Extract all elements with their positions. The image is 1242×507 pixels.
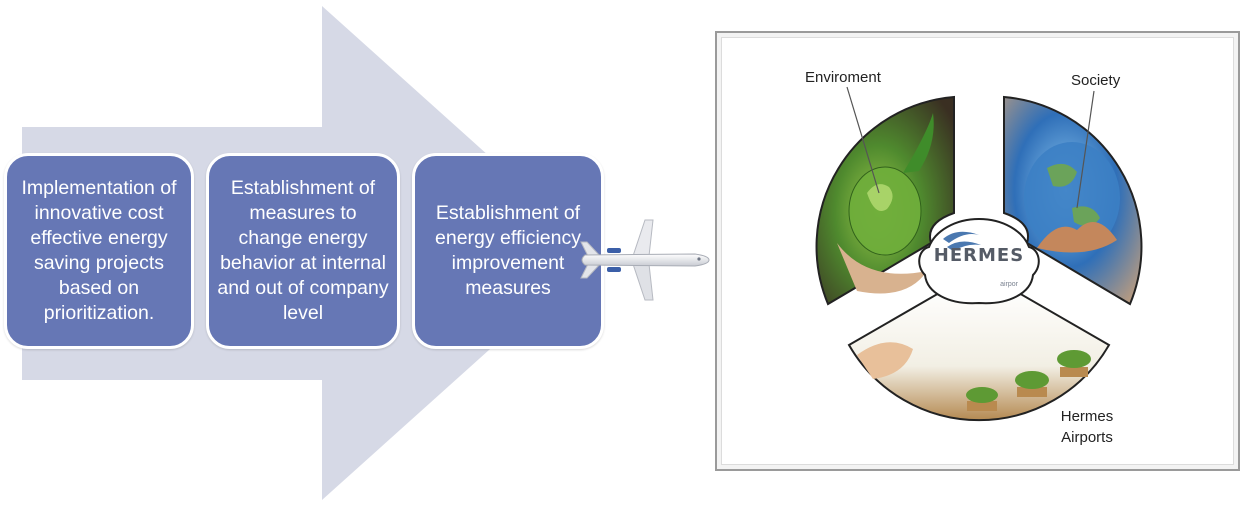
hermes-label-line-2: Airports	[1061, 429, 1113, 446]
hermes-logo-subtext: airpor	[1000, 281, 1018, 288]
green-globe	[848, 166, 922, 256]
step-3-text: Establishment of energy efficiency impro…	[435, 202, 581, 299]
hermes-logo-icon: HERMES airpor	[932, 245, 1026, 288]
hermes-airports-label: Hermes Airports	[1047, 406, 1127, 448]
hermes-logo-text: HERMES	[933, 245, 1025, 266]
hermes-label-line-1: Hermes	[1060, 408, 1114, 425]
environment-label: Enviroment	[805, 69, 881, 86]
process-step-2: Establishment of measures to change ener…	[206, 153, 400, 349]
step-2-text: Establishment of measures to change ener…	[217, 177, 389, 324]
society-label: Society	[1071, 72, 1121, 89]
step-1-text: Implementation of innovative cost effect…	[21, 177, 177, 324]
process-step-1: Implementation of innovative cost effect…	[4, 153, 194, 349]
process-step-3: Establishment of energy efficiency impro…	[412, 153, 604, 349]
airplane-icon	[580, 219, 710, 301]
stakeholder-wheel-frame: Enviroment Society Hermes Airports HERME…	[715, 31, 1240, 471]
stakeholder-wheel	[815, 86, 1143, 422]
